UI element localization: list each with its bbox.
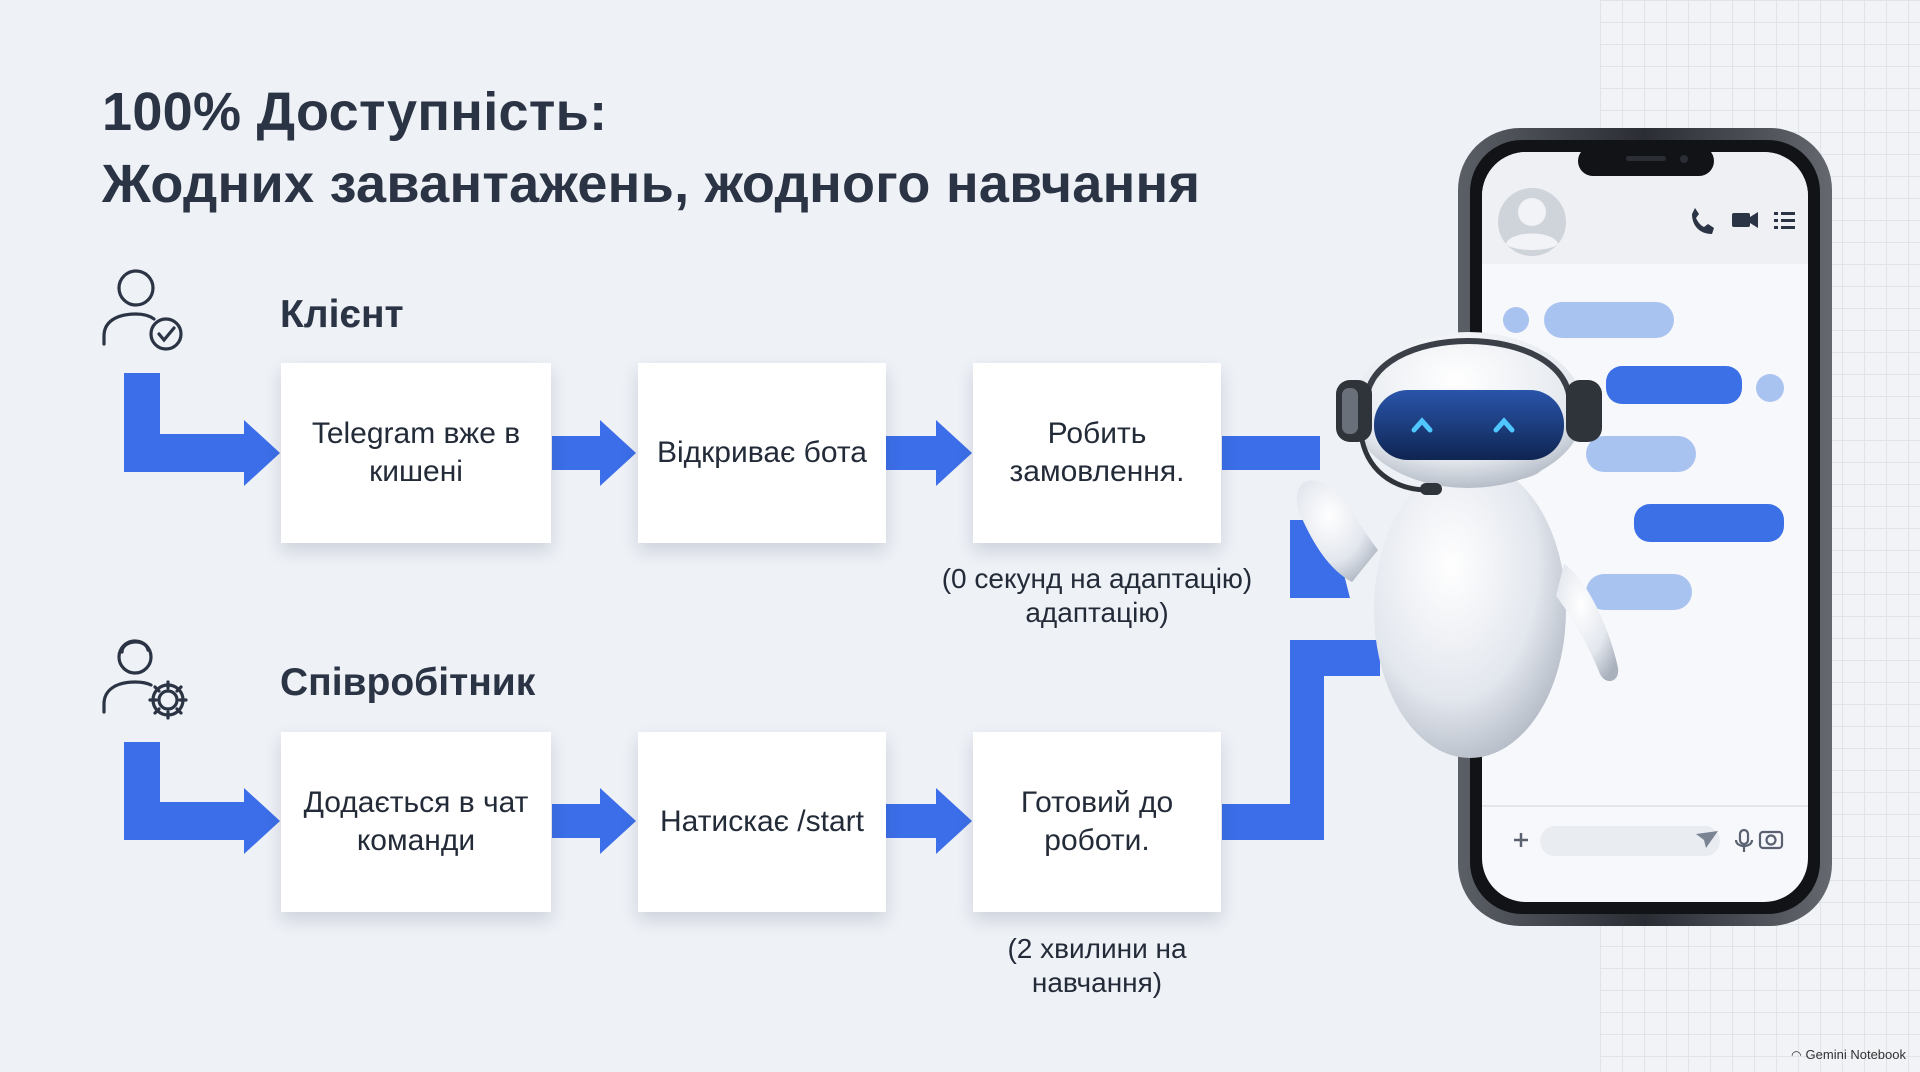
employee-person-gear-icon xyxy=(102,639,188,720)
chat-messages xyxy=(1503,302,1784,610)
employee-connector xyxy=(1222,640,1380,840)
camera-icon xyxy=(1758,830,1784,850)
watermark: ◠ Gemini Notebook xyxy=(1791,1047,1906,1062)
client-person-check-icon xyxy=(102,269,183,351)
menu-list-icon xyxy=(1774,212,1795,229)
page-title: 100% Доступність: Жодних завантажень, жо… xyxy=(102,76,1200,220)
video-call-icon xyxy=(1732,212,1758,228)
title-line-1: 100% Доступність: xyxy=(102,82,608,142)
employee-arrow-2 xyxy=(886,788,972,854)
employee-step-2: Натискає /start xyxy=(638,732,886,912)
client-note: (0 секунд на адаптацію) адаптацію) xyxy=(941,563,1253,628)
employee-arrow-1 xyxy=(552,788,636,854)
client-connector xyxy=(1222,436,1320,470)
smartphone-illustration xyxy=(1458,128,1832,926)
client-start-arrow xyxy=(124,373,280,486)
employee-note: (2 хвилини на навчання) xyxy=(1007,933,1187,998)
employee-label: Співробітник xyxy=(280,661,536,704)
avatar-icon xyxy=(1498,188,1566,256)
employee-step-3: Готовий до роботи. xyxy=(973,732,1221,912)
client-arrow-2 xyxy=(886,420,972,486)
employee-start-arrow xyxy=(124,742,280,854)
watermark-icon: ◠ xyxy=(1791,1047,1802,1062)
mic-icon xyxy=(1734,828,1754,852)
client-arrow-1 xyxy=(552,420,636,486)
robot-illustration xyxy=(1296,332,1619,758)
employee-step-1: Додається в чат команди xyxy=(281,732,551,912)
client-step-2: Відкриває бота xyxy=(638,363,886,543)
send-icon xyxy=(1696,831,1718,848)
client-step-1: Telegram вже в кишені xyxy=(281,363,551,543)
phone-call-icon xyxy=(1692,208,1714,234)
watermark-text: Gemini Notebook xyxy=(1805,1047,1906,1062)
client-label: Клієнт xyxy=(280,293,404,336)
plus-icon xyxy=(1514,833,1528,847)
title-line-2: Жодних завантажень, жодного навчання xyxy=(102,154,1201,214)
client-step-3: Робить замовлення. xyxy=(973,363,1221,543)
